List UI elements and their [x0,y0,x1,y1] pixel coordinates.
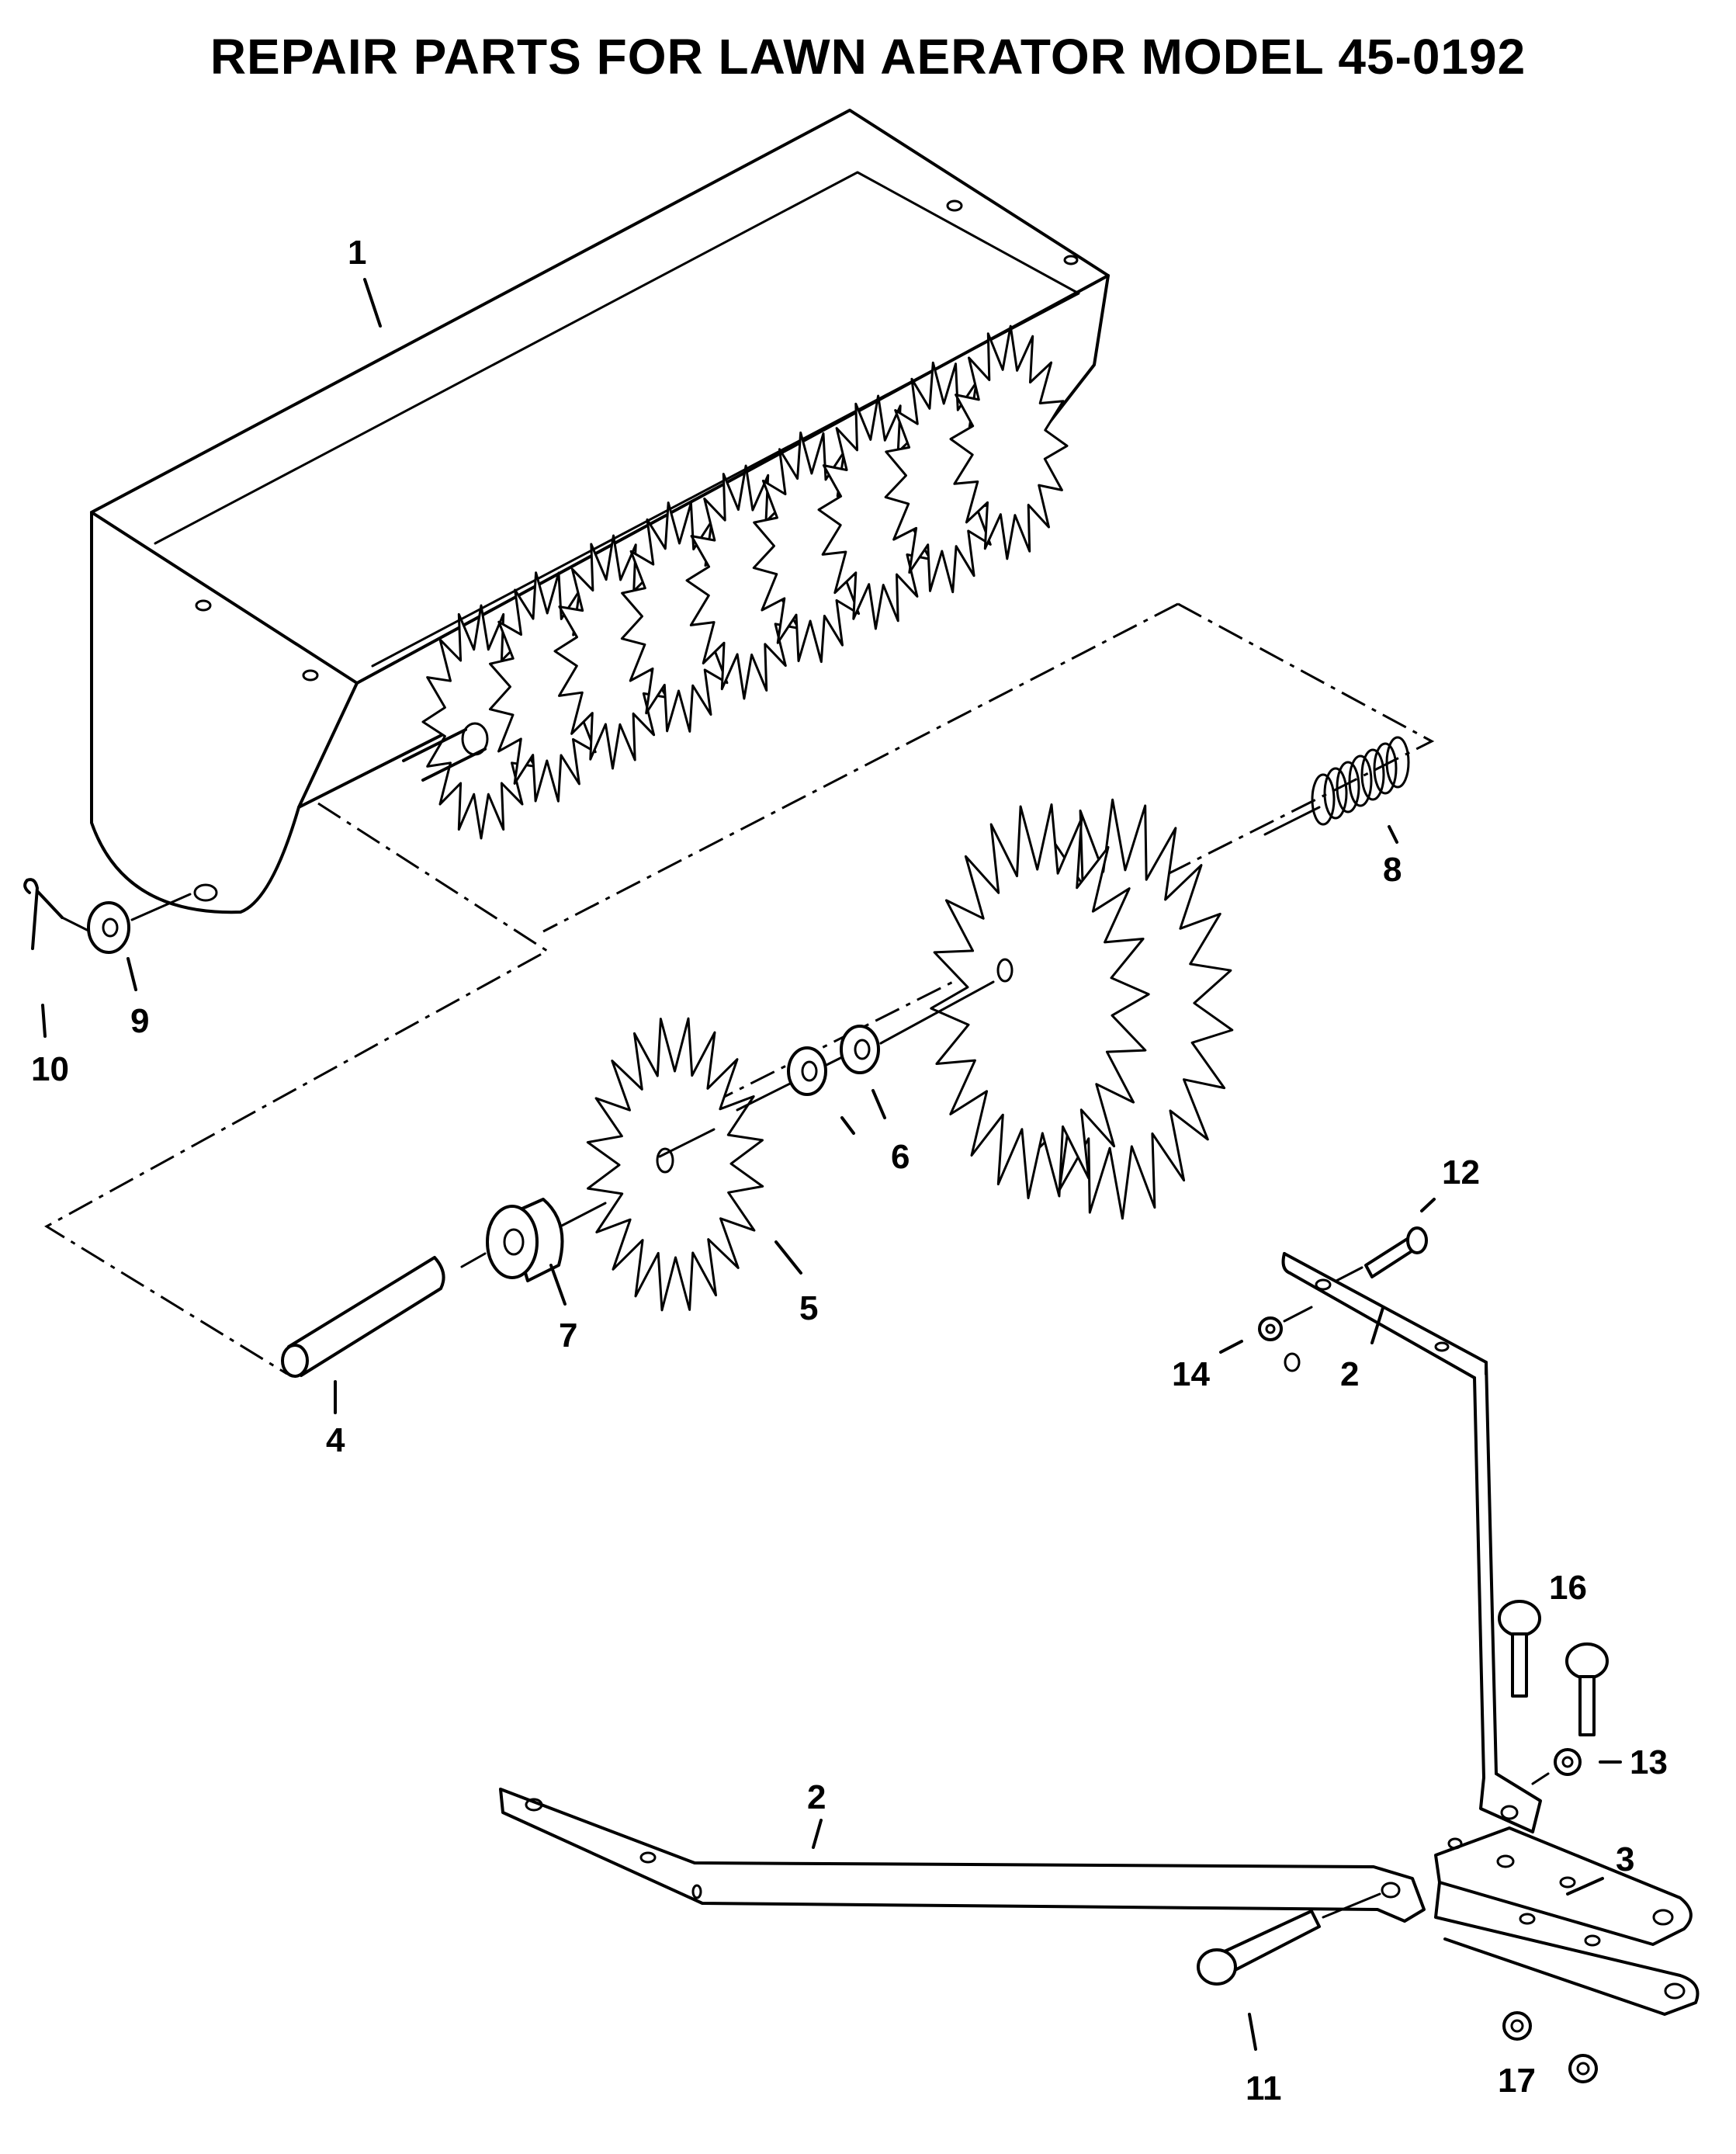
spring-coil [1323,767,1348,820]
callout-9: 9 [130,1002,149,1040]
spacer-washers [658,980,995,1158]
callout-leaders [41,278,1604,2051]
callout-7: 7 [559,1316,577,1354]
callout-8: 8 [1383,851,1402,889]
spring-coil [1348,754,1373,807]
axle-part [281,1252,487,1378]
callout-10: 10 [31,1050,69,1088]
axle-stub [402,722,489,782]
wheel-hub-hole [996,958,1014,983]
bearing-part [486,1198,607,1282]
callout-5: 5 [799,1289,818,1327]
callout-17: 17 [1498,2062,1536,2100]
fasteners [1197,1226,1609,2083]
washer-and-cotter-pin [23,878,192,954]
weight-tray-frame [90,109,1110,914]
callout-6: 6 [891,1138,910,1176]
assembly-guide-lines [44,602,1435,1375]
callout-4: 4 [326,1421,345,1459]
tine-wheel-in-gang [949,324,1069,560]
callout-11: 11 [1246,2069,1282,2107]
spring-coil [1311,773,1336,826]
callout-16: 16 [1549,1569,1587,1607]
spring-coil [1373,742,1398,795]
spring-coil [1385,736,1410,789]
callout-13: 13 [1630,1743,1668,1781]
callout-labels: 1 2 2 3 4 5 6 7 8 9 10 11 12 13 14 16 17 [31,234,1668,2107]
callout-1: 1 [348,234,366,272]
callout-2-lower: 2 [807,1778,826,1816]
large-tine-wheel [930,798,1234,1220]
callout-14: 14 [1172,1355,1210,1393]
spring-coil [1360,748,1385,801]
tine-gang-assembly [421,324,1069,840]
tine-wheel-part [586,1017,764,1312]
callout-12: 12 [1442,1153,1480,1191]
spring-coil [1336,761,1360,813]
diagram-title: REPAIR PARTS FOR LAWN AERATOR MODEL 45-0… [210,29,1526,85]
tine-wheel-5 [586,1017,764,1312]
callout-2-upper: 2 [1340,1355,1359,1393]
spring-part [1311,736,1410,826]
large-tine-wheel-front [930,803,1150,1199]
callout-3: 3 [1616,1840,1634,1878]
handle-assembly [499,1252,1700,2016]
